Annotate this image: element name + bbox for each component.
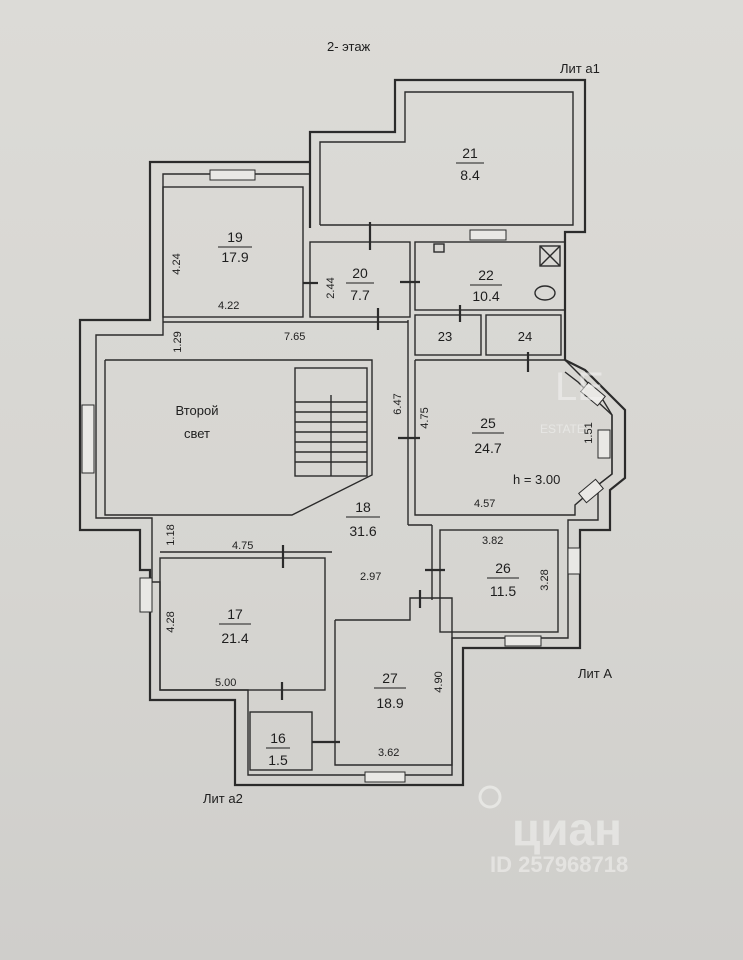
lit-a-label: Лит А xyxy=(578,666,612,681)
estate-logo-mark: LE xyxy=(555,365,604,409)
room-26-number: 26 xyxy=(495,560,511,576)
dim-4-24: 4.24 xyxy=(171,253,183,274)
sanitary-fixtures xyxy=(433,243,561,301)
floor-title: 2- этаж xyxy=(327,39,371,54)
cian-listing-id: ID 257968718 xyxy=(490,852,628,877)
dim-1-29: 1.29 xyxy=(172,331,184,352)
room-19-area: 17.9 xyxy=(221,249,248,265)
room-22-area: 10.4 xyxy=(472,288,499,304)
room-17-number: 17 xyxy=(227,606,243,622)
dim-2-44: 2.44 xyxy=(325,277,337,298)
dim-3-82: 3.82 xyxy=(482,535,503,547)
room-labels: 21 8.4 19 17.9 20 7.7 22 10.4 23 24 25 2… xyxy=(176,145,561,768)
interior-walls xyxy=(104,186,613,771)
room-25-number: 25 xyxy=(480,415,496,431)
room-16-number: 16 xyxy=(270,730,286,746)
room-27-area: 18.9 xyxy=(376,695,403,711)
room-27-number: 27 xyxy=(382,670,398,686)
dim-4-28: 4.28 xyxy=(165,611,177,632)
dim-4-22: 4.22 xyxy=(218,300,239,312)
cian-watermark: циан ID 257968718 xyxy=(478,785,628,877)
room-22-number: 22 xyxy=(478,267,494,283)
room-24-number: 24 xyxy=(518,329,532,344)
room-21-number: 21 xyxy=(462,145,478,161)
room-25-area: 24.7 xyxy=(474,440,501,456)
second-light-line2: свет xyxy=(184,426,210,441)
ceiling-height: h = 3.00 xyxy=(513,472,560,487)
room-23-number: 23 xyxy=(438,329,452,344)
dim-1-51: 1.51 xyxy=(583,422,595,443)
dim-4-90: 4.90 xyxy=(433,671,445,692)
room-20-number: 20 xyxy=(352,265,368,281)
second-light-line1: Второй xyxy=(176,403,219,418)
stair-steps xyxy=(295,401,367,463)
dim-7-65: 7.65 xyxy=(284,331,305,343)
lit-a1-label: Лит а1 xyxy=(560,61,600,76)
room-19-number: 19 xyxy=(227,229,243,245)
dim-6-47: 6.47 xyxy=(392,393,404,414)
lit-a2-label: Лит а2 xyxy=(203,791,243,806)
windows xyxy=(81,169,611,783)
dim-3-28: 3.28 xyxy=(539,569,551,590)
dim-1-18: 1.18 xyxy=(165,524,177,545)
cian-brand-text: циан xyxy=(512,803,622,855)
room-18-number: 18 xyxy=(355,499,371,515)
dim-3-62: 3.62 xyxy=(378,747,399,759)
dim-4-75-horizontal: 4.75 xyxy=(232,540,253,552)
room-18-area: 31.6 xyxy=(349,523,376,539)
estate-logo-watermark: LE ESTATE xyxy=(540,365,604,436)
cian-logo-icon xyxy=(478,785,502,809)
dim-2-97: 2.97 xyxy=(360,571,381,583)
room-16-area: 1.5 xyxy=(268,752,288,768)
dim-4-57: 4.57 xyxy=(474,498,495,510)
dim-4-75-vertical: 4.75 xyxy=(419,407,431,428)
dim-5-00: 5.00 xyxy=(215,677,236,689)
room-21-area: 8.4 xyxy=(460,167,480,183)
room-20-area: 7.7 xyxy=(350,287,370,303)
estate-logo-text: ESTATE xyxy=(540,422,585,436)
room-26-area: 11.5 xyxy=(490,583,516,599)
room-17-area: 21.4 xyxy=(221,630,248,646)
dimension-labels: 4.24 4.22 2.44 1.29 7.65 6.47 4.75 1.51 … xyxy=(165,253,595,759)
